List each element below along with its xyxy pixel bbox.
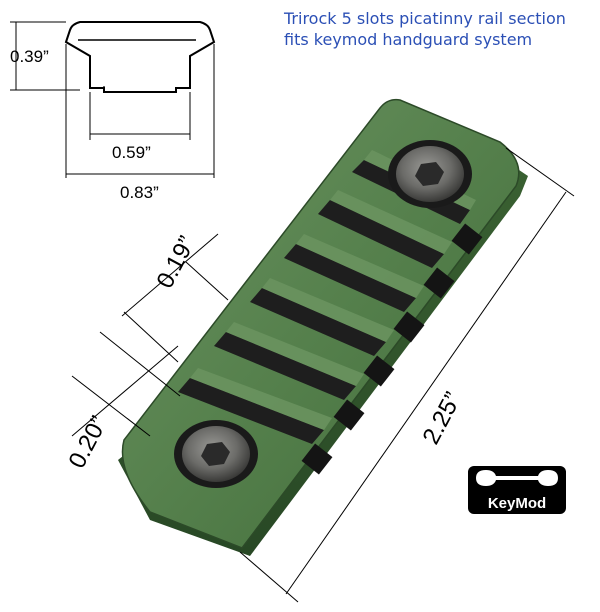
keymod-logo: KeyMod — [468, 466, 566, 514]
rail-notches — [301, 223, 483, 475]
height-label: 0.39” — [10, 47, 49, 66]
rail-section — [118, 98, 528, 556]
caption-line-2: fits keymod handguard system — [284, 30, 533, 49]
slot-spacing-label: 0.20” — [63, 412, 113, 473]
outer-width-dimension — [65, 44, 215, 178]
top-bolt — [388, 140, 472, 208]
outer-width-label: 0.83” — [120, 183, 159, 202]
height-dimension — [10, 21, 80, 91]
caption-line-1: Trirock 5 slots picatinny rail section — [284, 9, 566, 28]
keymod-logo-text: KeyMod — [488, 495, 546, 512]
cross-section-profile — [64, 21, 216, 93]
inner-width-label: 0.59” — [112, 143, 151, 162]
slot-width-label: 0.19” — [151, 232, 201, 293]
product-caption: Trirock 5 slots picatinny rail section f… — [284, 8, 584, 50]
keymod-slot-icon — [476, 470, 558, 486]
inner-width-dimension — [89, 92, 191, 140]
bottom-bolt — [174, 420, 258, 488]
slot-spacing-dimension — [71, 331, 181, 437]
rail-ridges — [190, 150, 476, 430]
length-label: 2.25” — [417, 388, 467, 449]
length-dimension — [239, 147, 575, 603]
